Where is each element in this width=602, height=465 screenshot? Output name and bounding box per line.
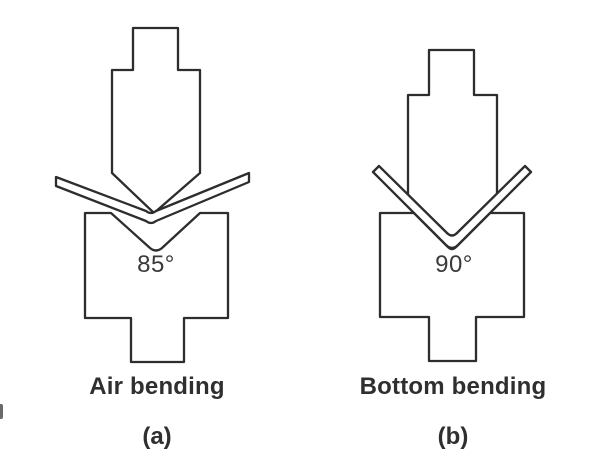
sheet-b-shape [371,164,533,250]
figure-b-bottom-bending [371,48,533,363]
angle-label-a: 85° [137,251,175,278]
figure-tag-b: (b) [437,423,469,450]
figure-a-air-bending [54,26,251,364]
caption-a: Air bending [89,373,225,400]
punch-a-shape [110,26,202,215]
caption-b: Bottom bending [359,373,547,400]
angle-label-b: 90° [435,251,473,278]
page-edge-artifact [0,404,3,419]
sheet-a-shape [54,171,251,225]
figure-tag-a: (a) [142,423,172,450]
die-a-shape [83,211,230,364]
